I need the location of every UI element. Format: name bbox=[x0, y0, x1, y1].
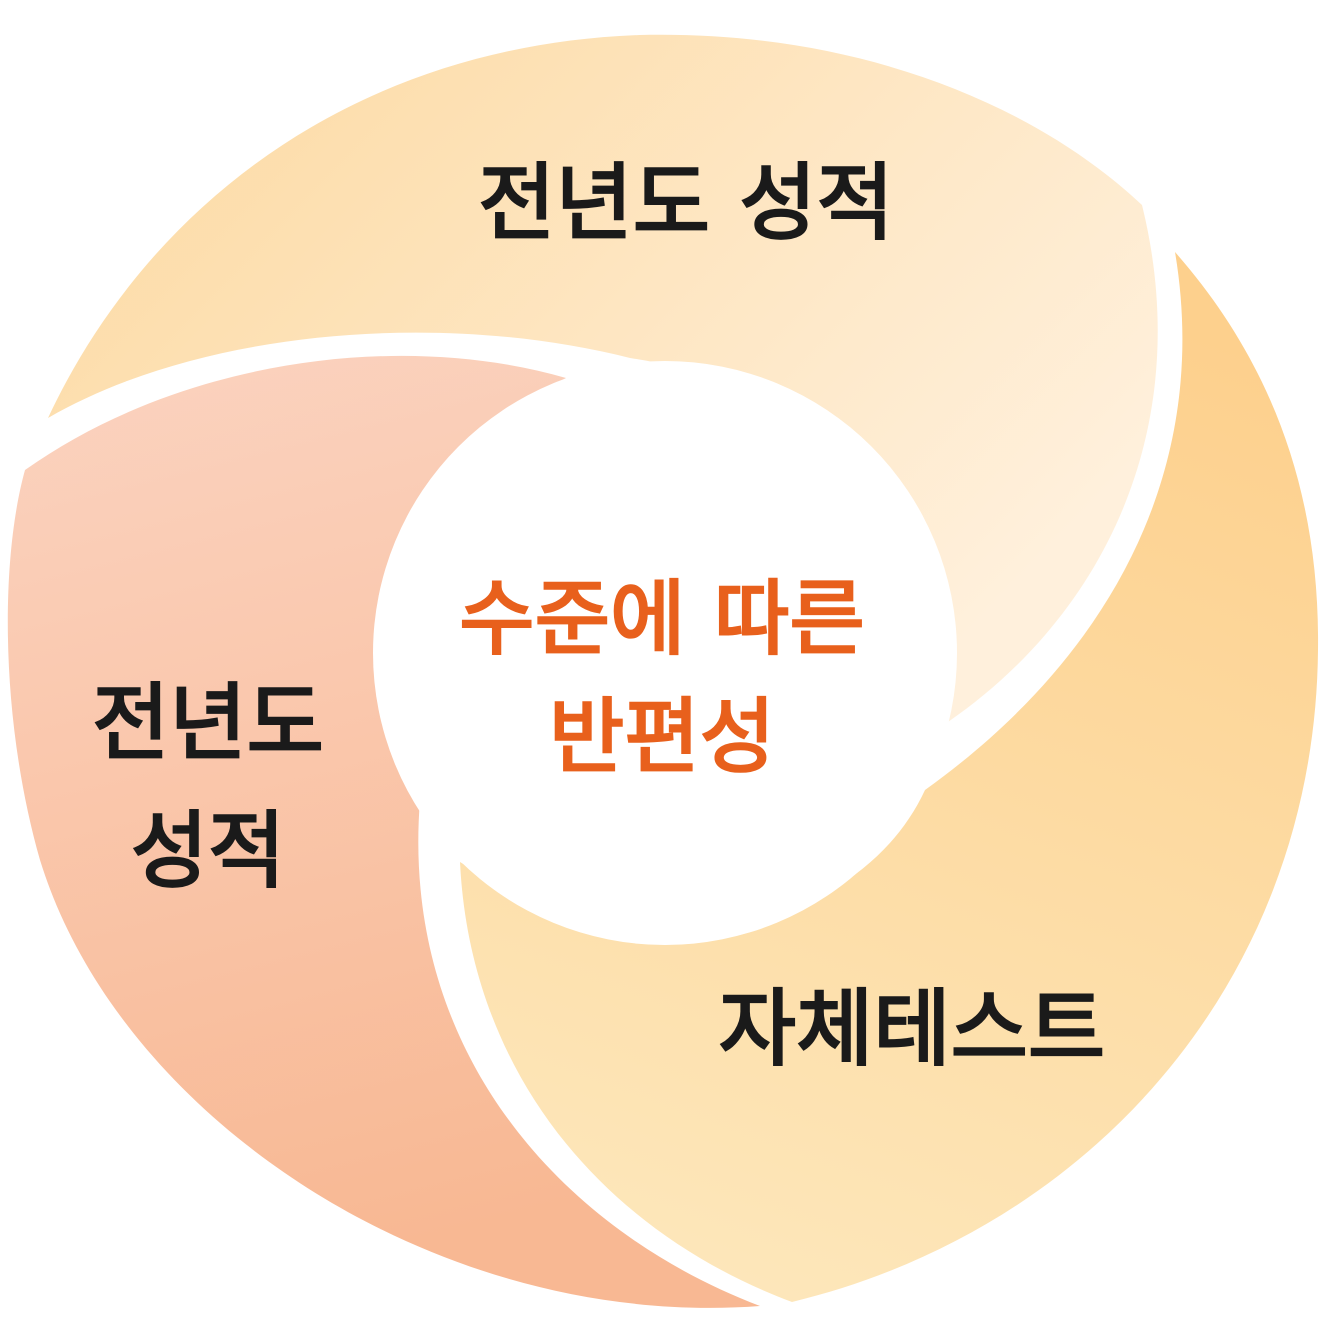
segment-top bbox=[48, 34, 1158, 723]
center-circle bbox=[373, 361, 957, 945]
segment-left bbox=[7, 355, 760, 1308]
segment-right-label: 자체테스트 bbox=[719, 980, 1105, 1078]
center-label-line1: 수준에 따른 bbox=[459, 572, 865, 667]
segment-top-label: 전년도 성적 bbox=[478, 154, 894, 252]
segment-right bbox=[460, 252, 1319, 1302]
segment-left-label-line2: 성적 bbox=[131, 802, 286, 900]
segment-left-label-line1: 전년도 bbox=[92, 674, 324, 772]
center-label-line2: 반편성 bbox=[549, 690, 775, 785]
